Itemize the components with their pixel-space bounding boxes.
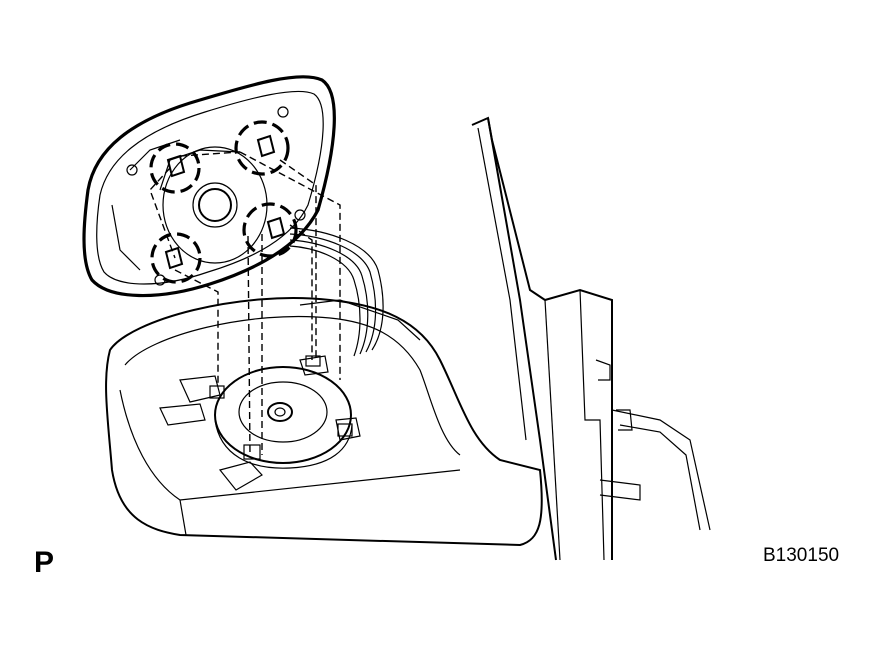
mirror-housing: [105, 297, 543, 547]
alignment-lines: [149, 151, 341, 456]
figure-code: B130150: [763, 545, 839, 566]
mirror-stay-arm: [471, 116, 711, 561]
view-label: P: [34, 546, 54, 579]
mirror-actuator: [159, 355, 361, 491]
glass-claws: [164, 134, 286, 270]
claw-highlight-circles: [149, 120, 298, 284]
mirror-heater-wire: [289, 227, 384, 357]
mirror-glass: [82, 75, 336, 298]
